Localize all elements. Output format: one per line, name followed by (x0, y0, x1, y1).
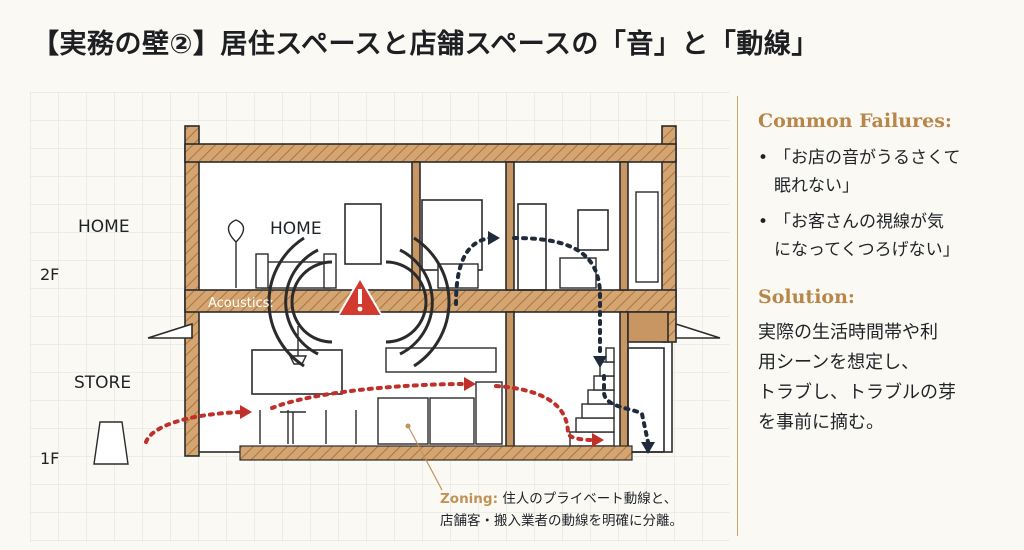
failure-item: • 「お客さんの視線が気 になってくつろげない」 (758, 208, 1008, 264)
info-panel: Common Failures: • 「お店の音がうるさくて 眠れない」 • 「… (758, 110, 1008, 438)
home-path-arrowheads (488, 231, 655, 454)
bullet-dot: • (758, 148, 769, 168)
zoning-text-1: 住人のプライベート動線と、 (502, 491, 678, 507)
store-customer-path (144, 382, 596, 444)
solution-text: 実際の生活時間帯や利 用シーンを想定し、 トラブし、トラブルの芽 を事前に摘む。 (758, 322, 956, 433)
store-furniture (93, 326, 503, 465)
panel-divider (737, 96, 738, 536)
sound-wave-rings (267, 236, 451, 368)
label-home-left: HOME (78, 217, 130, 237)
ground-base (239, 445, 633, 461)
failure-item: • 「お店の音がうるさくて 眠れない」 (758, 144, 1008, 200)
failures-heading: Common Failures: (758, 110, 952, 132)
home-resident-path (454, 236, 650, 444)
label-home-inner: HOME (270, 219, 322, 239)
store-path-arrowheads (240, 377, 604, 447)
zoning-note: Zoning: 住人のプライベート動線と、 店舗客・搬入業者の動線を明確に分離。 (440, 488, 730, 532)
zoning-text-2: 店舗客・搬入業者の動線を明確に分離。 (440, 513, 683, 529)
zoning-label: Zoning: (440, 491, 498, 507)
label-store: STORE (74, 373, 131, 393)
label-acoustics: Acoustics: (208, 296, 274, 311)
warning-triangle-icon (337, 277, 383, 317)
label-floor-2f: 2F (40, 265, 59, 284)
house-section-diagram: HOME HOME 2F STORE 1F Acoustics: (30, 92, 730, 542)
zoning-callout-line (407, 425, 443, 491)
label-floor-1f: 1F (40, 449, 59, 468)
solution-heading: Solution: (758, 286, 855, 308)
bullet-dot: • (758, 212, 769, 232)
page-title: 【実務の壁②】居住スペースと店舗スペースの「音」と「動線」 (32, 29, 819, 60)
